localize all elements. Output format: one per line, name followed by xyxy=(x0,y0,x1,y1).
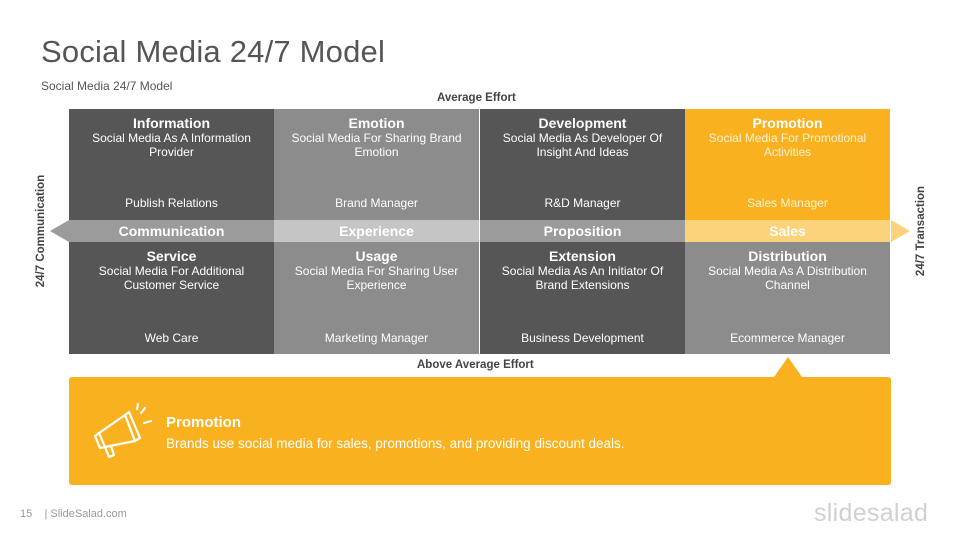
promotion-callout: Promotion Brands use social media for sa… xyxy=(69,377,891,485)
page-number: 15 xyxy=(20,508,33,520)
band-proposition: Proposition xyxy=(480,220,685,242)
cell-role: Sales Manager xyxy=(747,196,828,210)
cell-title: Distribution xyxy=(748,248,827,264)
page-subtitle: Social Media 24/7 Model xyxy=(41,79,173,93)
cell-title: Service xyxy=(146,248,197,264)
cell-role: Publish Relations xyxy=(125,196,218,210)
cell-description: Social Media As An Initiator Of Brand Ex… xyxy=(501,264,664,292)
cell-title: Usage xyxy=(355,248,398,264)
cell-title: Information xyxy=(133,115,210,131)
footer-source: | SlideSalad.com xyxy=(44,508,127,520)
band-arrow-right-head xyxy=(891,220,910,242)
cell-description: Social Media For Sharing Brand Emotion xyxy=(291,131,462,159)
matrix-cell-emotion: Emotion Social Media For Sharing Brand E… xyxy=(274,109,479,220)
band-sales: Sales xyxy=(685,220,890,242)
cell-description: Social Media As A Distribution Channel xyxy=(708,264,867,292)
brand-logo: slidesalad xyxy=(814,499,929,527)
footer: 15 | SlideSalad.com xyxy=(20,508,127,520)
callout-title: Promotion xyxy=(166,414,241,431)
matrix-cell-extension: Extension Social Media As An Initiator O… xyxy=(480,242,685,354)
cell-description: Social Media As Developer Of Insight And… xyxy=(502,131,663,159)
cell-title: Promotion xyxy=(752,115,823,131)
matrix-cell-promotion: Promotion Social Media For Promotional A… xyxy=(685,109,890,220)
band-arrow-left-head xyxy=(50,220,69,242)
page-title: Social Media 24/7 Model xyxy=(41,34,386,69)
matrix-cell-usage: Usage Social Media For Sharing User Expe… xyxy=(274,242,479,354)
matrix-cell-information: Information Social Media As A Informatio… xyxy=(69,109,274,220)
matrix-cell-development: Development Social Media As Developer Of… xyxy=(480,109,685,220)
callout-text: Brands use social media for sales, promo… xyxy=(166,436,625,451)
band-communication: Communication xyxy=(69,220,274,242)
cell-role: R&D Manager xyxy=(544,196,621,210)
cell-role: Ecommerce Manager xyxy=(730,331,845,345)
cell-description: Social Media For Promotional Activities xyxy=(708,131,867,159)
cell-role: Web Care xyxy=(144,331,199,345)
cell-title: Extension xyxy=(549,248,616,264)
cell-description: Social Media As A Information Provider xyxy=(92,131,251,159)
cell-title: Emotion xyxy=(348,115,405,131)
cell-role: Business Development xyxy=(521,331,644,345)
band-experience: Experience xyxy=(274,220,479,242)
callout-pointer xyxy=(774,357,802,377)
matrix-cell-distribution: Distribution Social Media As A Distribut… xyxy=(685,242,890,354)
matrix-cell-service: Service Social Media For Additional Cust… xyxy=(69,242,274,354)
cell-role: Marketing Manager xyxy=(324,331,429,345)
cell-description: Social Media For Additional Customer Ser… xyxy=(98,264,245,292)
megaphone-icon xyxy=(93,403,153,459)
cell-role: Brand Manager xyxy=(335,196,418,210)
cell-description: Social Media For Sharing User Experience xyxy=(294,264,459,292)
cell-title: Development xyxy=(538,115,627,131)
